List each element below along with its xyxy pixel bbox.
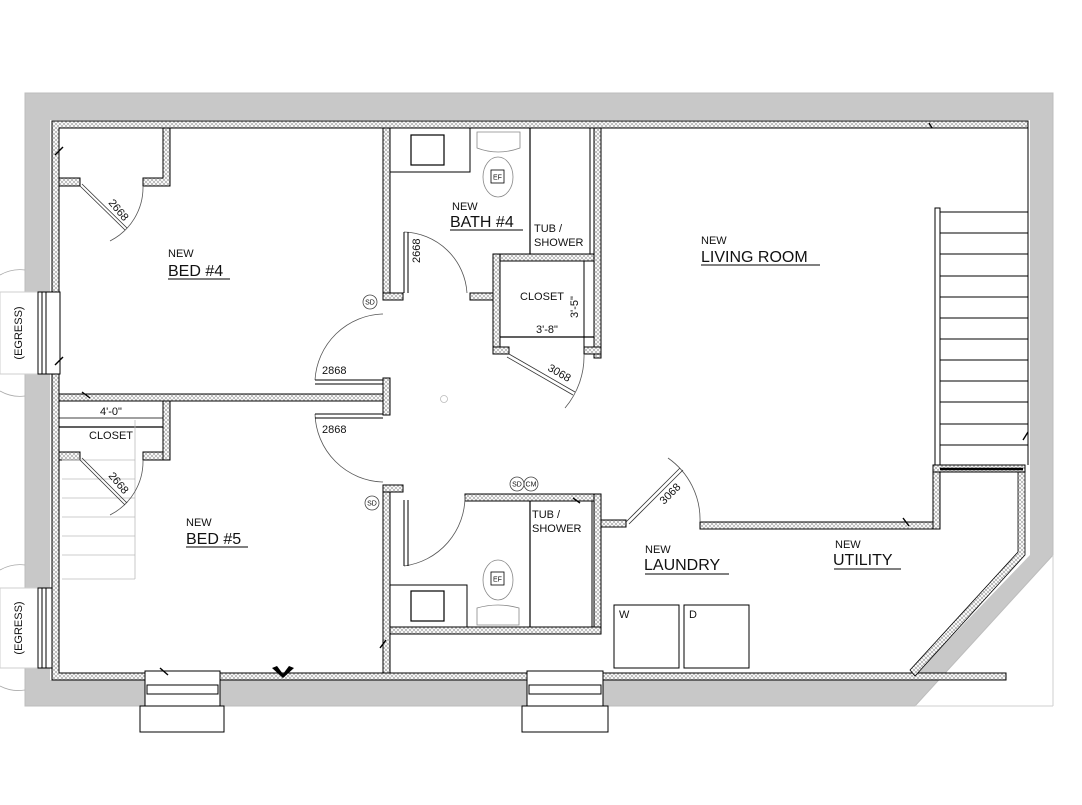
- toilet-tank-icon: [476, 131, 521, 153]
- exhaust-fan-icon: [490, 571, 505, 586]
- egress-window-top: (EGRESS): [0, 269, 61, 397]
- sink-icon: [410, 134, 445, 166]
- svg-text:LAUNDRY: LAUNDRY: [644, 557, 721, 574]
- dryer: D: [683, 604, 750, 669]
- bath-bottom-fixtures: EF: [390, 501, 593, 627]
- door-tag-bed5-entry: 2868: [322, 424, 346, 436]
- svg-text:NEW: NEW: [452, 201, 478, 213]
- room-living: NEW LIVING ROOM: [701, 235, 820, 266]
- room-bed4: NEW BED #4: [168, 248, 230, 280]
- svg-text:BED #4: BED #4: [168, 263, 223, 280]
- closet-label-bed5: CLOSET: [89, 430, 133, 442]
- smoke-detector-1: SD: [362, 294, 378, 310]
- room-laundry: NEW LAUNDRY: [644, 544, 729, 575]
- svg-text:NEW: NEW: [645, 544, 671, 556]
- smoke-detector-2: SD: [364, 495, 380, 511]
- outlet-ticks: [54, 122, 1029, 676]
- svg-text:SD: SD: [365, 300, 375, 307]
- svg-text:NEW: NEW: [701, 235, 727, 247]
- svg-text:NEW: NEW: [186, 517, 212, 529]
- svg-text:EF: EF: [493, 175, 502, 182]
- tub-label-top-1: TUB /: [534, 223, 563, 235]
- door-swings: [79, 183, 701, 567]
- washer: W: [613, 604, 680, 669]
- closet-depth-dim: 3'-5": [569, 296, 581, 318]
- sink-icon: [410, 590, 445, 622]
- exhaust-fan-icon: [490, 169, 505, 184]
- closet-width-dim: 3'-8": [536, 324, 558, 336]
- door-tag-bed4-entry: 2868: [322, 365, 346, 377]
- svg-text:UTILITY: UTILITY: [833, 552, 893, 569]
- window-well-left: [139, 670, 225, 733]
- toilet-tank-icon: [476, 604, 520, 626]
- smoke-co-detector: SD CM: [509, 476, 539, 492]
- foundation-wall: [24, 92, 1054, 707]
- closet-label-bath: CLOSET: [520, 291, 564, 303]
- closet-bed5-width-dim: 4'-0": [100, 406, 122, 418]
- bath-top-fixtures: EF: [390, 128, 591, 254]
- stairs-right: [934, 207, 1028, 466]
- tub-label-bottom-1: TUB /: [532, 509, 561, 521]
- svg-text:D: D: [689, 609, 697, 621]
- tub-label-top-2: SHOWER: [534, 237, 584, 249]
- svg-text:BATH #4: BATH #4: [450, 214, 514, 231]
- toilet-bowl-icon: [482, 156, 514, 198]
- svg-text:BED #5: BED #5: [186, 531, 241, 548]
- tub-label-bottom-2: SHOWER: [532, 523, 582, 535]
- vent-icon: [272, 666, 294, 678]
- egress-label-top: (EGRESS): [13, 306, 25, 359]
- egress-window-bottom: (EGRESS): [0, 564, 53, 691]
- door-tag-bath-top: 2668: [411, 239, 423, 263]
- room-bed5: NEW BED #5: [186, 517, 248, 548]
- svg-text:SD: SD: [512, 482, 522, 489]
- toilet-bowl-icon: [482, 559, 514, 601]
- svg-text:SD: SD: [367, 501, 377, 508]
- egress-label-bottom: (EGRESS): [13, 601, 25, 654]
- window-well-right: [521, 670, 609, 733]
- svg-text:LIVING ROOM: LIVING ROOM: [701, 249, 808, 266]
- svg-text:NEW: NEW: [168, 248, 194, 260]
- stairs-left: [51, 400, 136, 590]
- svg-text:EF: EF: [493, 577, 502, 584]
- light-fixture-icon: [440, 395, 448, 403]
- room-bath4: NEW BATH #4: [450, 201, 523, 231]
- svg-text:NEW: NEW: [835, 539, 861, 551]
- svg-text:W: W: [619, 609, 630, 621]
- room-utility: NEW UTILITY: [833, 539, 901, 570]
- svg-text:CM: CM: [526, 482, 537, 489]
- interior-walls: [58, 127, 1026, 674]
